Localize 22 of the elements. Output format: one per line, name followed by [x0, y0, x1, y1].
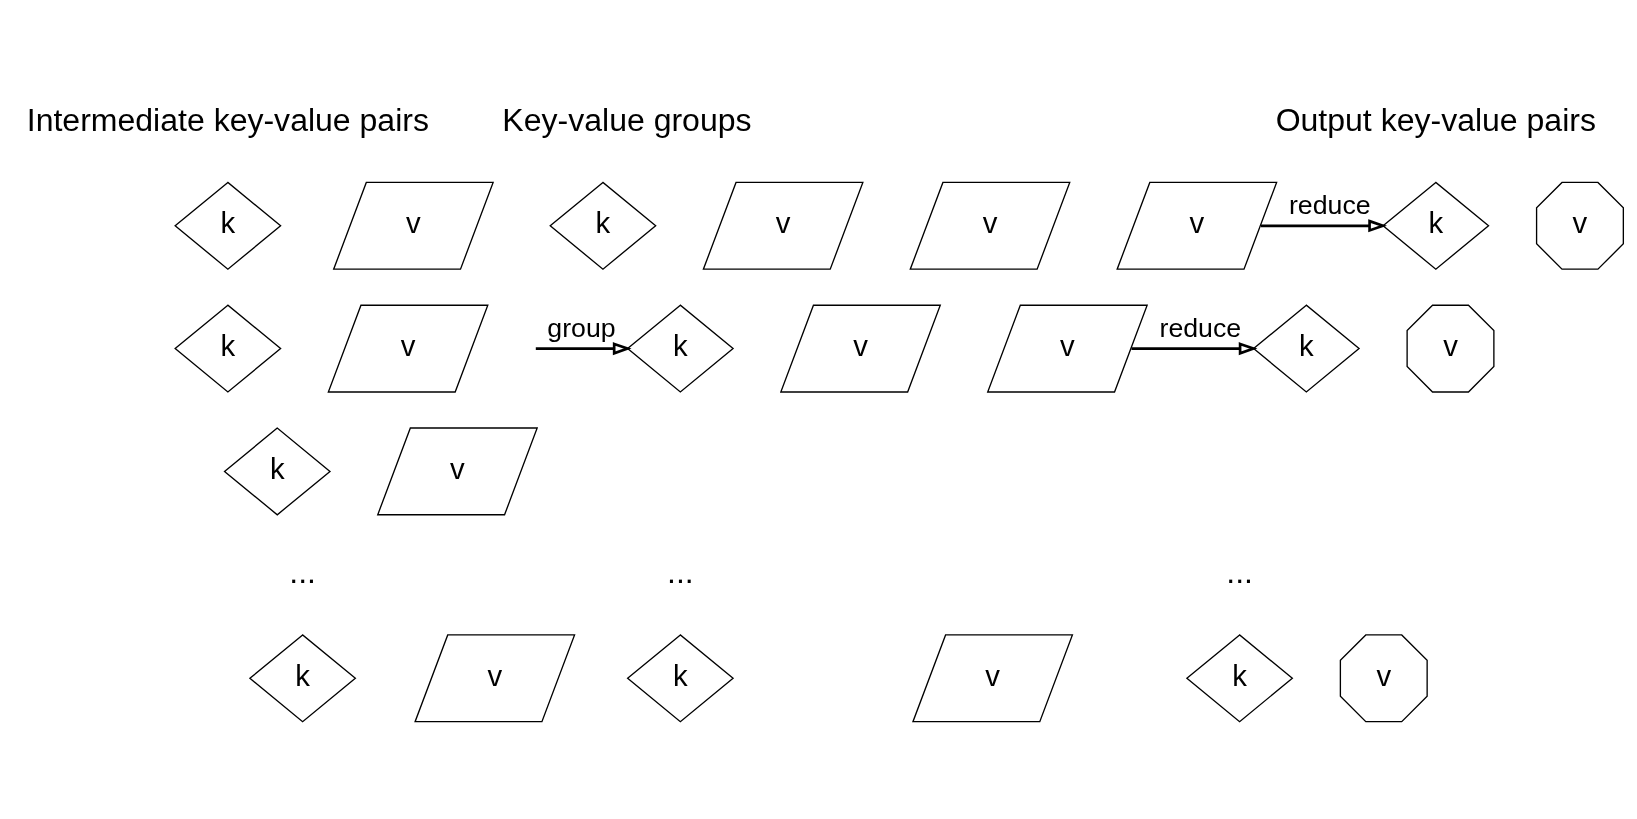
node-diamond: k	[549, 181, 657, 270]
node-diamond: k	[1252, 303, 1361, 393]
label: ...	[289, 553, 316, 590]
label: ...	[1226, 553, 1253, 590]
node-diamond: k	[1185, 633, 1294, 723]
label: Output key-value pairs	[1275, 101, 1596, 138]
label: Intermediate key-value pairs	[26, 101, 429, 138]
label: ...	[667, 553, 694, 590]
node-diamond: k	[1382, 181, 1490, 270]
node-diamond: k	[248, 633, 357, 723]
edge-label: reduce	[1288, 189, 1371, 220]
arrow	[1131, 341, 1258, 355]
edge-label: reduce	[1159, 312, 1242, 343]
node-diamond: k	[223, 426, 332, 516]
edge-label: group	[547, 312, 616, 343]
label: Key-value groups	[502, 101, 752, 138]
node-diamond: k	[626, 633, 735, 723]
arrow	[535, 341, 632, 355]
node-diamond: k	[626, 303, 735, 393]
node-diamond: k	[174, 181, 282, 270]
arrow	[1260, 218, 1387, 232]
node-diamond: k	[174, 303, 282, 393]
